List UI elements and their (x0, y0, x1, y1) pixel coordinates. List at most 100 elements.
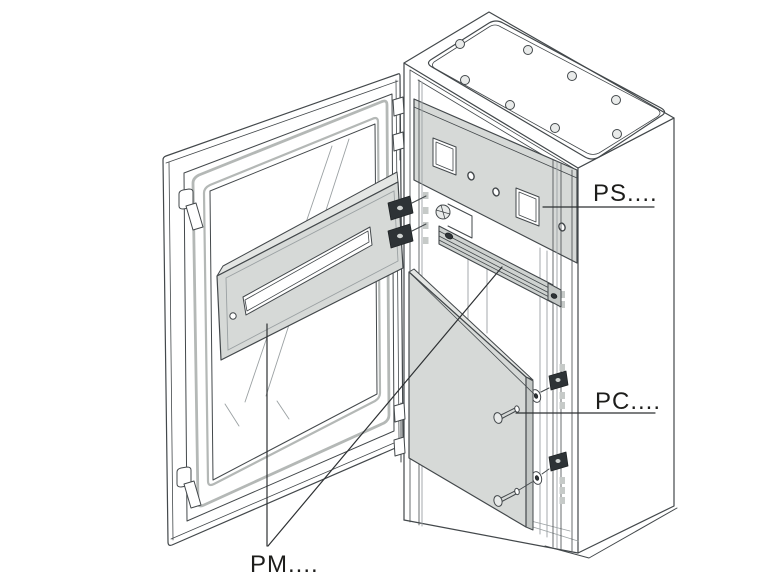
glass-reflection (224, 403, 240, 427)
door-latch-top (178, 188, 204, 231)
clamp-link-line (411, 223, 427, 232)
clip-pin (555, 459, 561, 463)
ps-cutout (432, 137, 457, 176)
pc-screw-top (493, 405, 520, 424)
cover-screw (460, 75, 470, 85)
cabinet-top-cover (427, 20, 666, 160)
hinge-block (393, 436, 406, 457)
ps-hole (467, 171, 475, 181)
screw-shank (500, 493, 517, 503)
square-hole (423, 192, 429, 199)
cover-screw (505, 100, 515, 110)
window-gasket (202, 116, 382, 487)
door-flange-line (168, 161, 174, 541)
pm-panel-hole (229, 312, 237, 320)
din-rail-slot (444, 232, 454, 240)
screw-axis-line (518, 481, 533, 491)
door-hinge-bottom (393, 402, 406, 463)
hinge-block (393, 402, 406, 423)
din-rail-end-hole (550, 293, 558, 299)
door-flange-line (170, 439, 402, 540)
clamp-link-line (411, 195, 427, 204)
pc-panel (408, 268, 535, 531)
square-hole (423, 207, 429, 214)
door-gasket (191, 99, 391, 508)
top-frame-line (417, 79, 562, 167)
clip-pin (555, 378, 561, 382)
square-hole (559, 301, 565, 308)
cabinet-top-cover-inner (432, 24, 661, 155)
square-hole (559, 392, 565, 399)
pm-clamp-pin (397, 205, 403, 211)
din-rail-profile-line (438, 230, 554, 291)
cabinet-base-edge (544, 507, 678, 559)
din-rail-bracket (447, 203, 473, 239)
cover-screw (455, 39, 465, 49)
ps-cutout-inner (435, 141, 454, 172)
hinge-block (392, 131, 405, 152)
cover-screw (612, 129, 622, 139)
top-frame-line (409, 69, 574, 169)
square-hole (423, 237, 429, 244)
washer-hole (534, 475, 540, 481)
ps-cutout-inner (518, 191, 537, 223)
screw-shank (500, 410, 517, 420)
door-hinge-top (392, 94, 405, 161)
glass-reflection (276, 400, 290, 420)
panel-mounting-hardware (530, 370, 569, 485)
door-flange-line (165, 80, 399, 164)
square-hole (559, 487, 565, 494)
ps-panel-fold-line (413, 106, 578, 179)
square-hole (559, 497, 565, 504)
pm-panel (216, 171, 427, 361)
ps-panel (413, 98, 578, 264)
cabinet-top-face (403, 11, 675, 169)
screw-shank (500, 490, 517, 499)
callouts: PS.... PC.... PM.... (250, 180, 661, 578)
floor-sill-line (526, 519, 571, 532)
screw-tip (514, 405, 520, 413)
pm-panel-slot (242, 226, 373, 316)
screw-head (493, 412, 503, 424)
pm-panel-bevel (225, 190, 399, 351)
hinge-block (392, 96, 405, 117)
screw-shank (500, 407, 517, 416)
label-pc: PC.... (595, 388, 661, 415)
screw-head (493, 495, 503, 507)
square-hole (559, 364, 565, 371)
clip-link-line (540, 387, 550, 393)
upright-holes (423, 192, 565, 504)
leader-line-pm-diagonal (267, 266, 503, 547)
cover-screw (611, 95, 621, 105)
din-rail-profile-line (438, 239, 554, 300)
pm-clamp-pin (397, 233, 403, 239)
washer-hole (533, 393, 539, 399)
square-hole (559, 291, 565, 298)
label-ps: PS.... (593, 180, 658, 207)
square-hole (423, 222, 429, 229)
din-rail-assembly (435, 203, 562, 308)
screw-tip (514, 487, 520, 496)
label-pm: PM.... (250, 551, 319, 578)
floor-sill-line (532, 526, 579, 542)
cover-screw (550, 123, 560, 133)
latch-lever (185, 202, 204, 231)
pc-screw-bottom (493, 481, 533, 507)
pc-panel-face (408, 271, 527, 528)
latch-lever (183, 480, 202, 509)
door-inner-panel (183, 93, 395, 522)
square-hole (559, 402, 565, 409)
square-hole (559, 477, 565, 484)
cabinet-shell (403, 11, 678, 559)
door-latch-bottom (176, 466, 202, 509)
cover-screw (567, 71, 577, 81)
pc-panel-right-edge (525, 376, 534, 531)
ps-hole (492, 187, 500, 197)
din-rail-profile-line (438, 235, 554, 296)
pm-panel-slot-inner (244, 230, 370, 312)
din-rail-screw-cross (440, 204, 446, 220)
door-window-glass (209, 123, 378, 481)
clip-link-line (541, 468, 550, 475)
